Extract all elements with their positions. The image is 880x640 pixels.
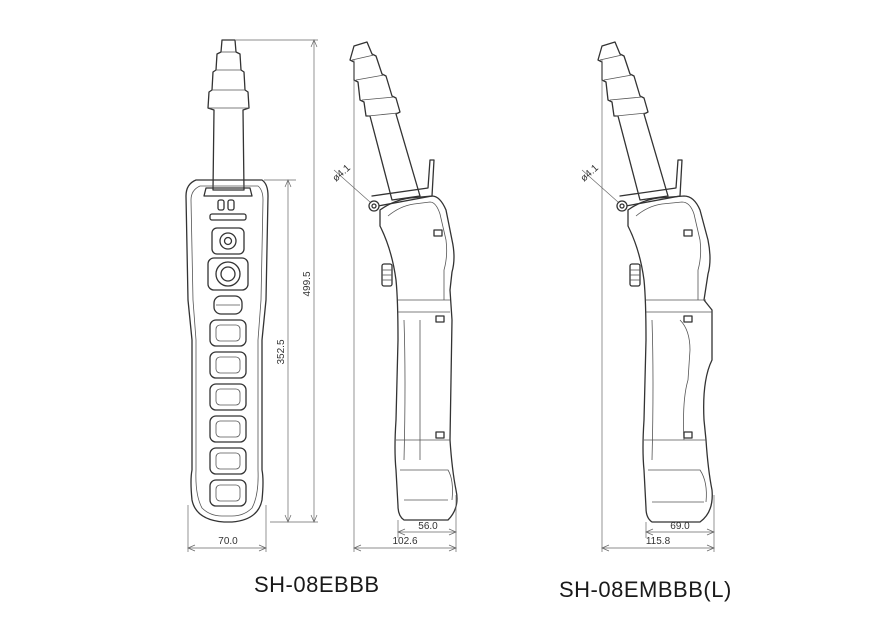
dim-depth-right: 69.0 xyxy=(670,521,690,532)
model-label-right: SH-08EMBBB(L) xyxy=(559,577,732,602)
side-view-pendant-l xyxy=(597,41,713,523)
push-buttons xyxy=(209,319,247,507)
side-view-dimensions: ø4.1 56.0 102.6 xyxy=(331,60,457,552)
dim-hole-right: ø4.1 xyxy=(579,162,602,184)
dim-overall-depth-middle: 102.6 xyxy=(392,536,417,547)
dim-hole-middle: ø4.1 xyxy=(331,162,354,184)
side-view-l-dimensions: ø4.1 69.0 115.8 xyxy=(579,60,715,552)
dim-depth-middle: 56.0 xyxy=(418,521,438,532)
model-label-left: SH-08EBBB xyxy=(254,572,380,597)
front-view-pendant xyxy=(185,39,269,523)
dim-width: 70.0 xyxy=(218,536,238,547)
dim-overall-depth-right: 115.8 xyxy=(646,536,671,547)
dim-total-height: 499.5 xyxy=(302,271,313,296)
dim-body-height: 352.5 xyxy=(276,339,287,364)
front-view-dimensions: 499.5 352.5 70.0 xyxy=(187,39,318,552)
side-view-pendant xyxy=(349,41,458,521)
